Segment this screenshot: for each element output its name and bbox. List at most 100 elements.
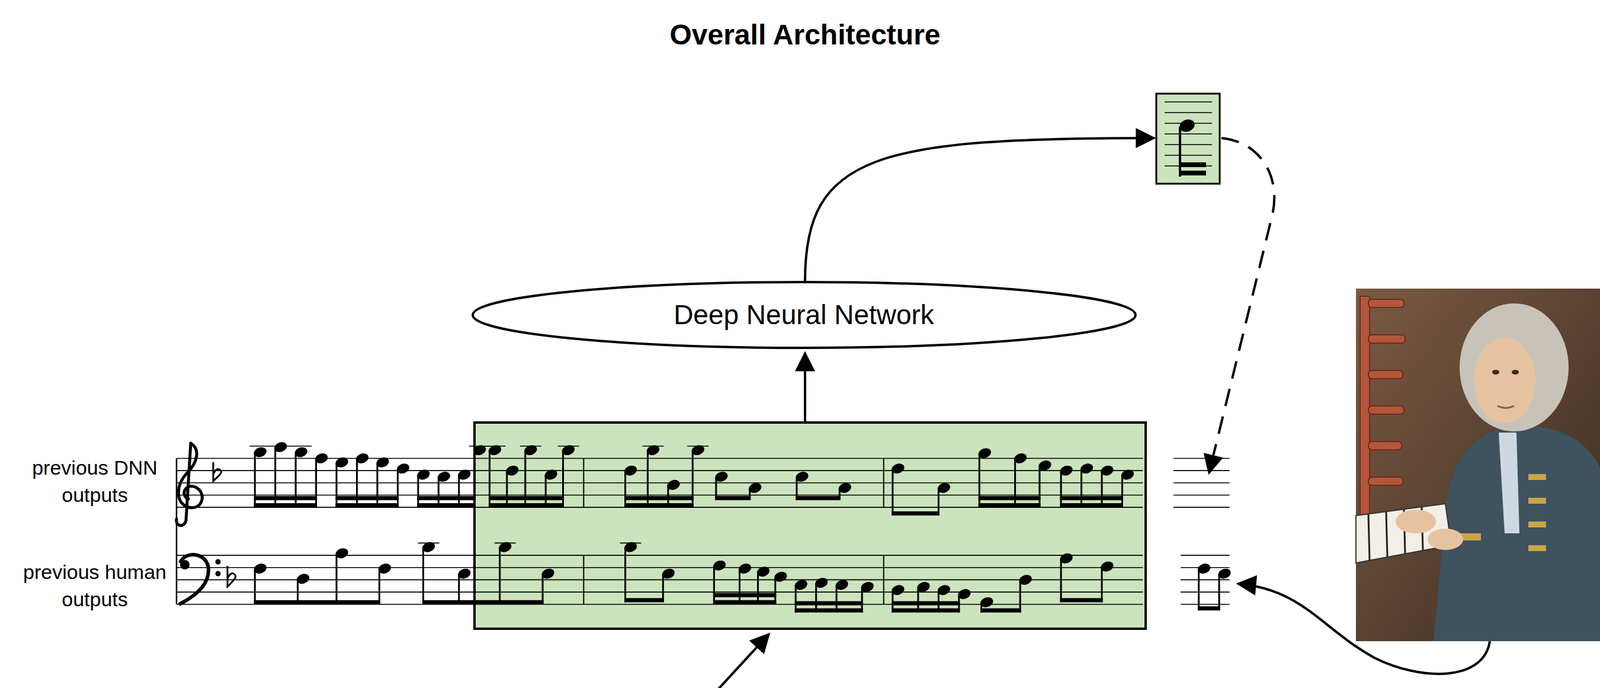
note-stem	[1060, 559, 1063, 602]
bass-clef	[178, 554, 221, 605]
feedback-dashed-arrow	[1209, 138, 1275, 473]
staff-line	[1180, 579, 1230, 581]
context-window-border	[474, 422, 1146, 629]
note-beam	[624, 597, 665, 602]
eye	[1511, 369, 1519, 375]
note-stem	[457, 475, 460, 508]
input-arrow	[803, 353, 807, 423]
note-beam	[624, 502, 694, 508]
flat-sign	[213, 462, 222, 482]
note-beam	[1060, 597, 1103, 602]
staff-line	[1173, 482, 1230, 484]
wig	[1459, 303, 1569, 432]
ledger-line	[249, 445, 271, 447]
note-stem	[1080, 469, 1083, 508]
note-stem	[335, 554, 338, 605]
note-beam	[335, 502, 399, 508]
note-beam	[422, 600, 544, 605]
note-beam	[891, 511, 940, 516]
barline	[883, 457, 885, 508]
barline	[582, 555, 585, 605]
bass-clef-dot	[215, 559, 221, 565]
staff-line	[176, 566, 1143, 569]
eye	[1492, 369, 1500, 375]
staff-label: previous human outputs	[14, 558, 175, 613]
mouth	[1497, 405, 1515, 409]
staff-line	[176, 494, 1143, 496]
note-beam	[794, 608, 864, 613]
note-beam	[714, 495, 751, 500]
note-stem	[498, 547, 501, 604]
button	[1528, 473, 1547, 480]
staff-line	[1180, 603, 1230, 605]
portrait-background	[1355, 288, 1600, 641]
note-beam	[891, 601, 960, 606]
note-stem	[1197, 569, 1200, 611]
note-stem	[376, 463, 378, 508]
note-beam	[891, 608, 960, 613]
staff-line	[1164, 133, 1212, 135]
bass-clef-curve	[178, 554, 209, 605]
ledger-line	[290, 445, 312, 447]
system-line	[175, 457, 178, 604]
note-stem	[542, 574, 544, 605]
key-line	[1368, 514, 1370, 561]
organ-stop	[1368, 370, 1403, 379]
coat-buttons	[1457, 473, 1547, 551]
note-stem	[378, 569, 381, 604]
cravat	[1498, 432, 1520, 534]
organ-stop	[1368, 299, 1404, 308]
staff-line	[176, 554, 1143, 556]
note-beam	[254, 495, 317, 500]
note-beam	[624, 495, 694, 500]
treble-flat	[213, 462, 222, 482]
staff-line	[1173, 506, 1230, 508]
note-stem	[254, 569, 256, 604]
note-beam	[794, 601, 864, 606]
staff-label: previous DNN outputs	[14, 453, 175, 509]
staff-line	[176, 482, 1143, 484]
note-stem	[422, 547, 425, 604]
context-window-fill	[474, 422, 1146, 629]
staff-line	[176, 579, 1143, 581]
note-stem	[1100, 567, 1103, 602]
organ-stop	[1368, 405, 1404, 415]
note-stem	[624, 547, 627, 602]
note-stem	[1218, 574, 1221, 611]
bass-clef-dot	[215, 571, 221, 577]
key-line	[1386, 511, 1388, 557]
note-beam	[417, 502, 476, 508]
hand	[1427, 528, 1464, 550]
barline	[582, 457, 585, 508]
organ-stop	[1368, 476, 1403, 486]
note-stem	[335, 463, 338, 508]
ellipse-shape	[472, 281, 1136, 348]
staff-line	[1164, 154, 1212, 156]
note-stem	[891, 469, 894, 516]
output-note-staff	[1164, 101, 1212, 166]
note-beam	[713, 592, 777, 598]
note-beam	[335, 495, 399, 500]
note-beam	[980, 608, 1021, 613]
incoming-arrow	[714, 633, 769, 688]
button	[1528, 544, 1547, 551]
button	[1528, 497, 1547, 504]
note-beam	[713, 600, 777, 605]
note-stem	[815, 584, 817, 613]
note-stem	[1038, 466, 1041, 508]
note-beam	[978, 502, 1041, 508]
note-stem	[1060, 471, 1063, 508]
flat-sign	[227, 565, 236, 587]
note-stem	[457, 574, 460, 605]
music-notes	[249, 440, 1233, 612]
treble-clef-stem	[176, 443, 191, 526]
staff-line	[1164, 111, 1212, 114]
button	[1528, 521, 1547, 528]
note-beam	[1180, 170, 1207, 176]
organ-stop	[1368, 334, 1406, 343]
note-stem	[713, 566, 715, 604]
staff-line	[176, 591, 1143, 593]
note-beam	[417, 495, 476, 500]
face	[1473, 337, 1536, 423]
note-beam	[1180, 162, 1207, 168]
